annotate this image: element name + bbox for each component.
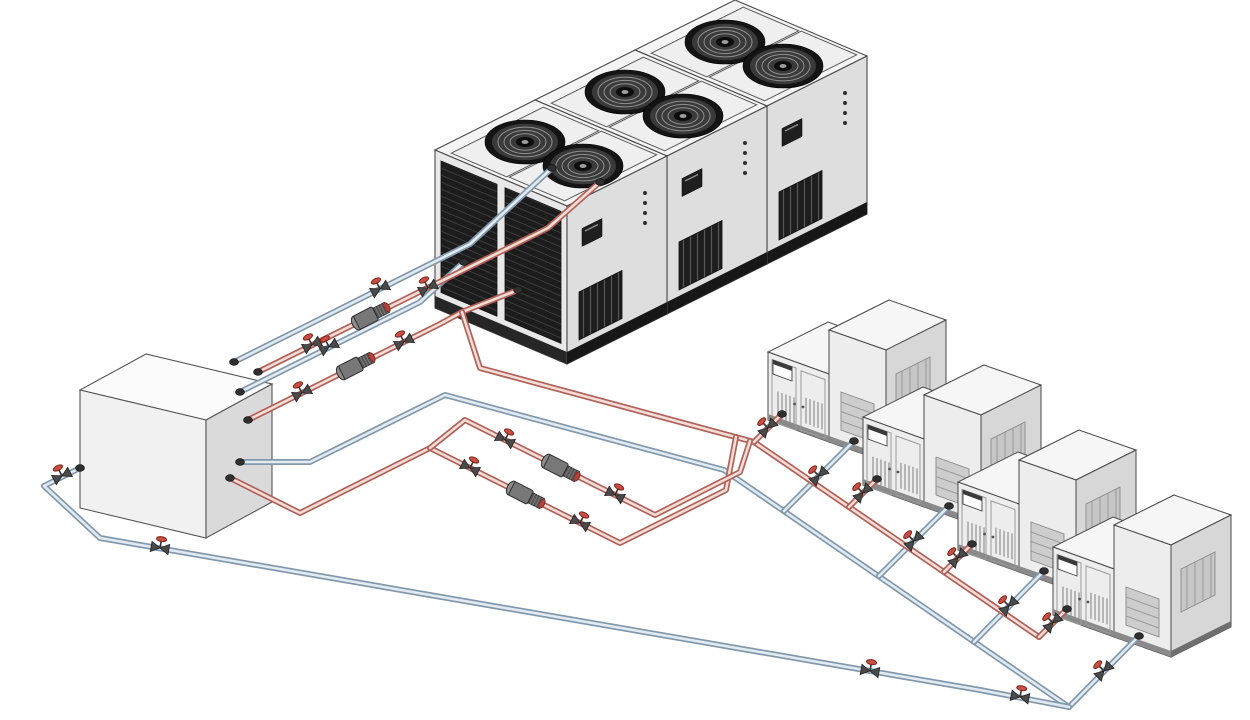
pipe-connection-14 bbox=[967, 540, 977, 548]
pipe-connection-12 bbox=[777, 410, 787, 418]
pipe-connection-17 bbox=[944, 502, 954, 510]
pipe-connection-1 bbox=[513, 286, 523, 294]
shutoff-valve-22 bbox=[1009, 683, 1032, 705]
pipe-connection-15 bbox=[1062, 605, 1072, 613]
pipe-connection-11 bbox=[75, 464, 85, 472]
pipe-connection-3 bbox=[595, 178, 605, 186]
pipe-connection-10 bbox=[235, 458, 245, 466]
fittings-layer bbox=[48, 164, 1144, 705]
pipe-connection-7 bbox=[253, 368, 263, 376]
pipe-connection-19 bbox=[1134, 632, 1144, 640]
pipe-supply-distribution-main-core bbox=[460, 310, 1041, 639]
circulation-pump-4 bbox=[538, 451, 584, 485]
pipe-connection-6 bbox=[235, 388, 245, 396]
pipe-connection-2 bbox=[459, 258, 469, 266]
shutoff-valve-18 bbox=[1088, 655, 1115, 682]
pipe-connection-16 bbox=[849, 437, 859, 445]
pipe-return-collector-main-core bbox=[238, 393, 1071, 709]
pipe-connection-18 bbox=[1039, 567, 1049, 575]
pipe-supply-secondary-line-b-core bbox=[428, 418, 752, 517]
pipe-connection-5 bbox=[243, 416, 253, 424]
pipe-connection-8 bbox=[229, 358, 239, 366]
buffer-tank bbox=[79, 353, 273, 539]
circulation-pump-3 bbox=[503, 478, 549, 512]
shutoff-valve-20 bbox=[149, 534, 172, 556]
shutoff-valve-21 bbox=[859, 657, 882, 679]
equipment-layer bbox=[79, 0, 1232, 658]
pipe-connection-9 bbox=[225, 474, 235, 482]
circulation-pump-1 bbox=[333, 349, 379, 383]
pipe-connection-4 bbox=[547, 164, 557, 172]
pipe-connection-13 bbox=[872, 475, 882, 483]
